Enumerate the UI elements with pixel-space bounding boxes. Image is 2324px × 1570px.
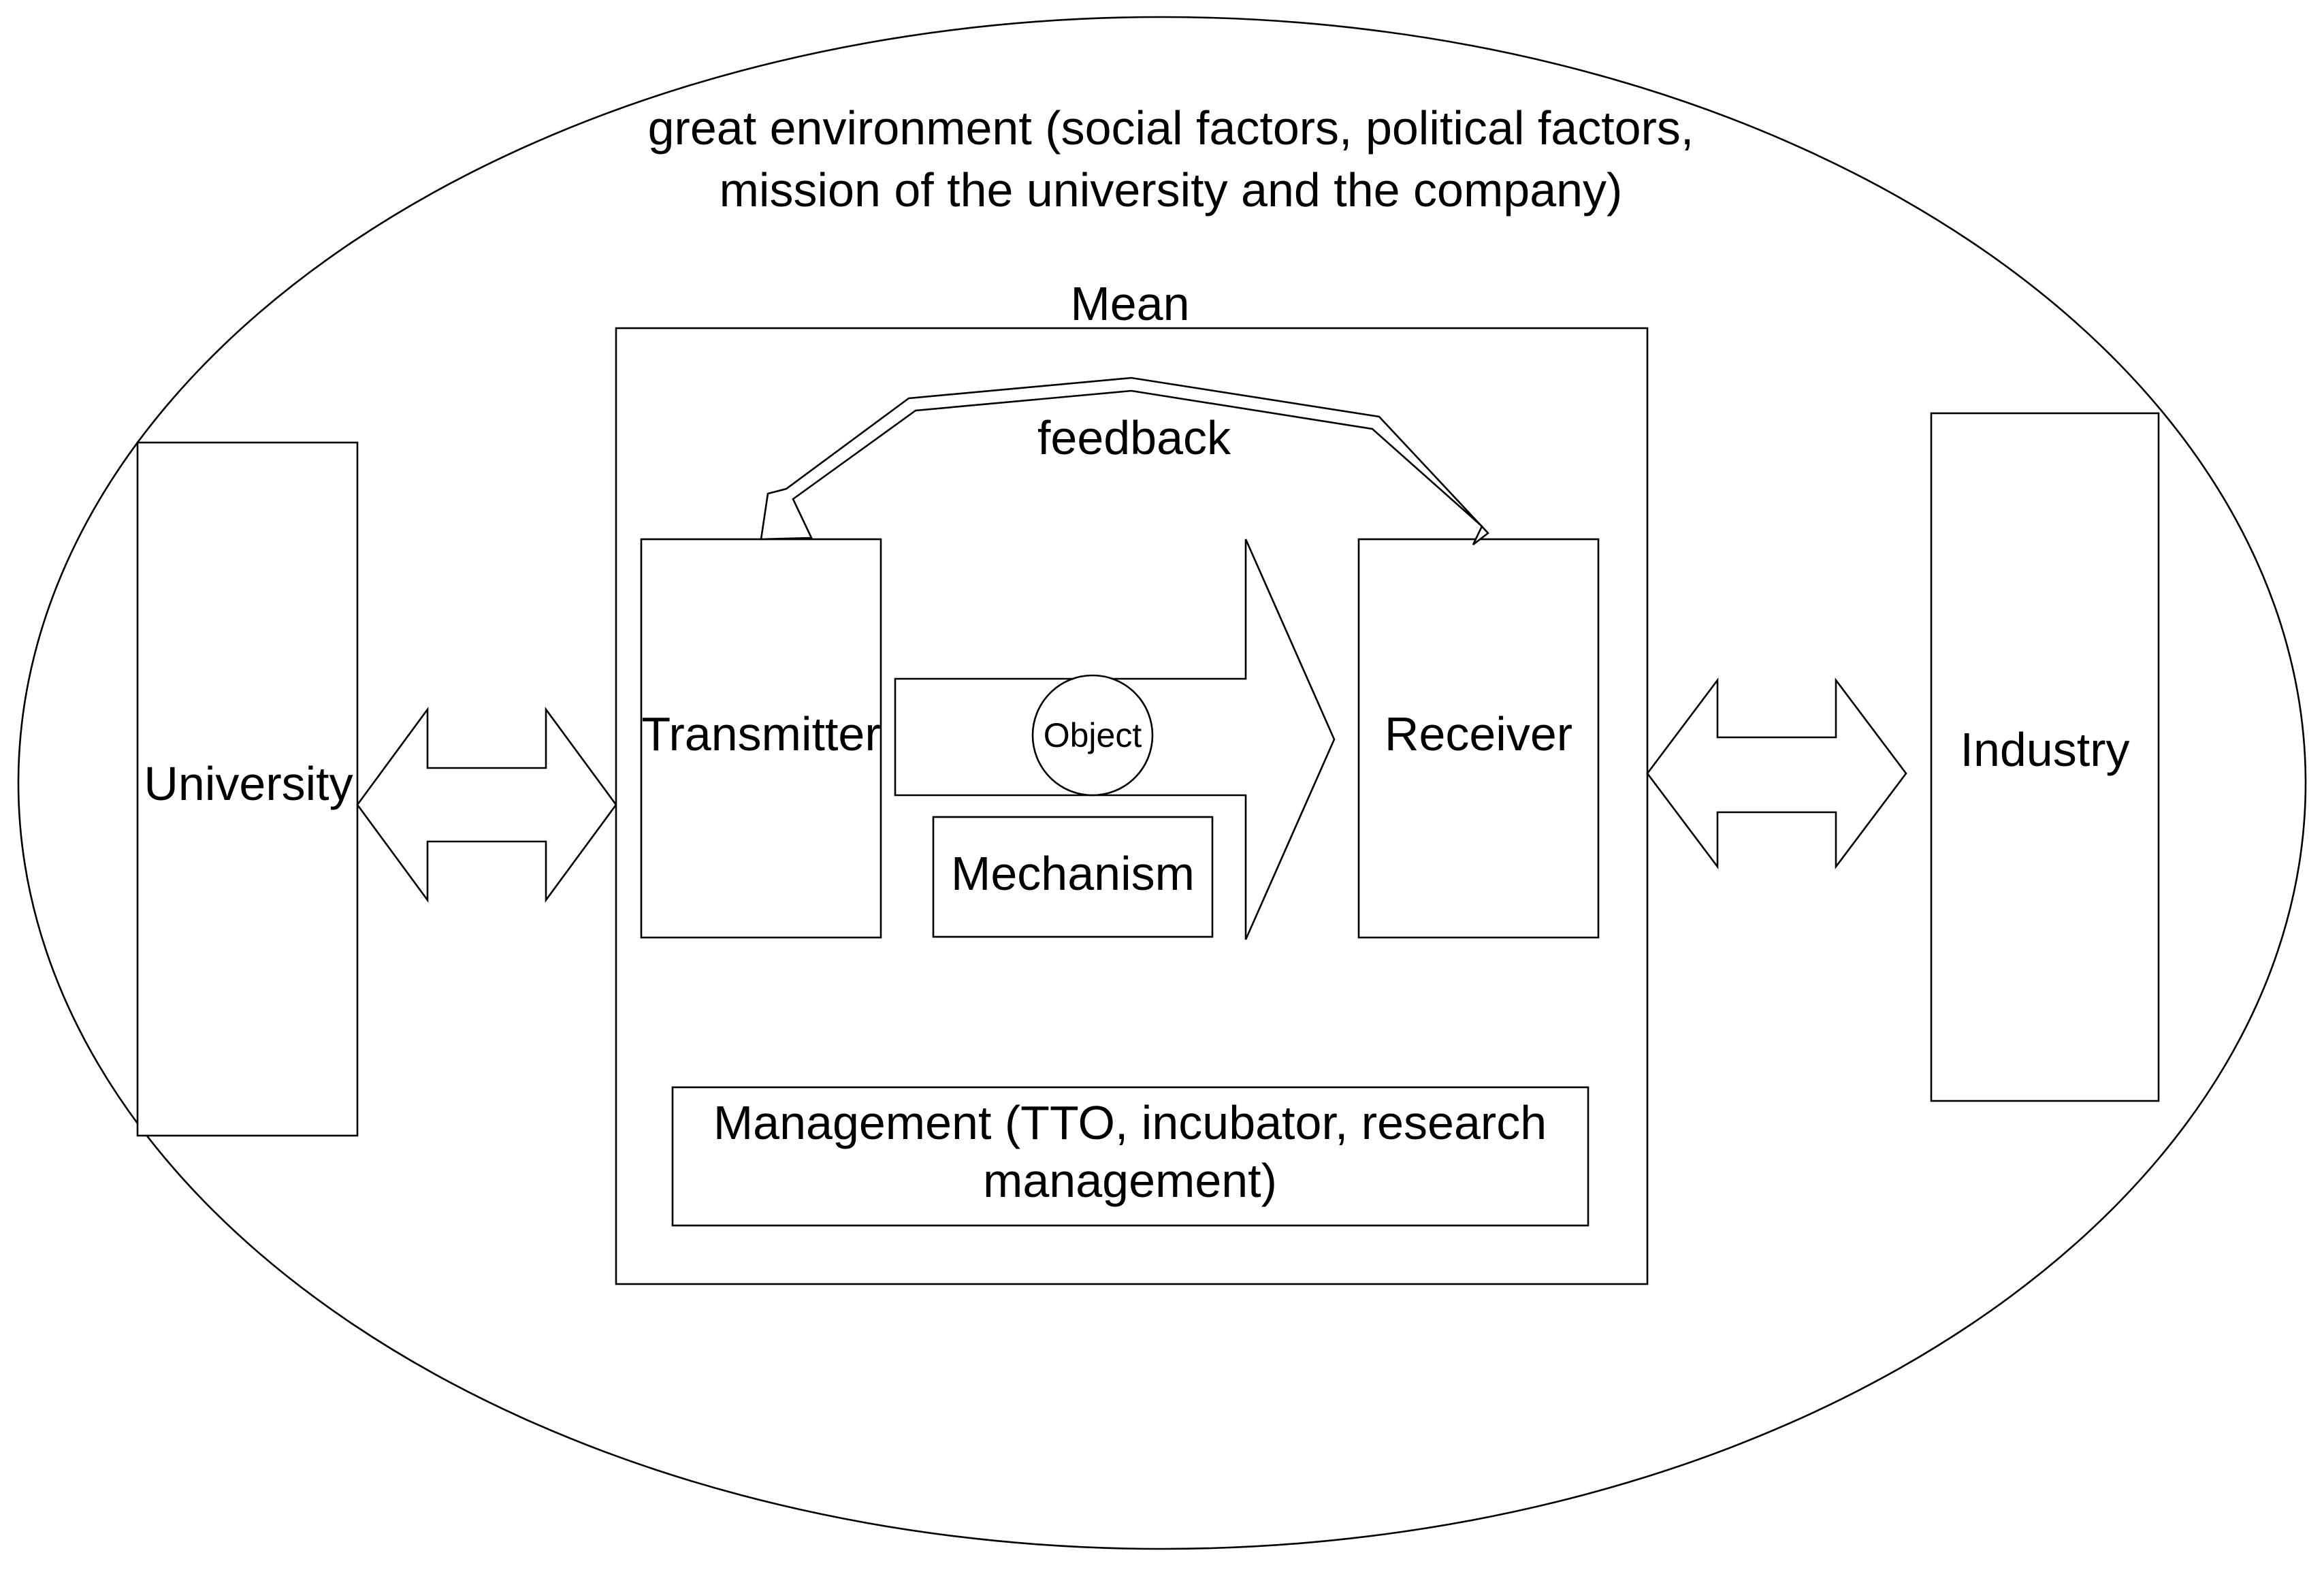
mechanism-label: Mechanism — [951, 847, 1195, 900]
receiver-label: Receiver — [1385, 707, 1572, 760]
feedback-arrow — [760, 377, 1489, 546]
mechanism-box — [932, 816, 1214, 938]
mean-title: Mean — [1070, 277, 1189, 330]
transmitter-label: Transmitter — [641, 707, 880, 760]
management-label-line1: Management (TTO, incubator, research — [713, 1096, 1547, 1149]
industry-box — [1930, 412, 2160, 1102]
industry-label: Industry — [1960, 723, 2130, 776]
management-label-line2: management) — [983, 1154, 1277, 1207]
environment-title-line2: mission of the university and the compan… — [720, 163, 1623, 217]
mean-industry-double-arrow — [1646, 677, 1907, 869]
object-label: Object — [1044, 716, 1142, 754]
university-box — [136, 441, 359, 1137]
transmitter-box — [640, 538, 882, 939]
object-circle — [1031, 674, 1154, 797]
management-box — [671, 1086, 1589, 1227]
environment-title-line1: great environment (social factors, polit… — [648, 101, 1694, 155]
university-label: University — [144, 757, 353, 810]
receiver-box — [1357, 538, 1600, 939]
feedback-label: feedback — [1037, 411, 1231, 464]
